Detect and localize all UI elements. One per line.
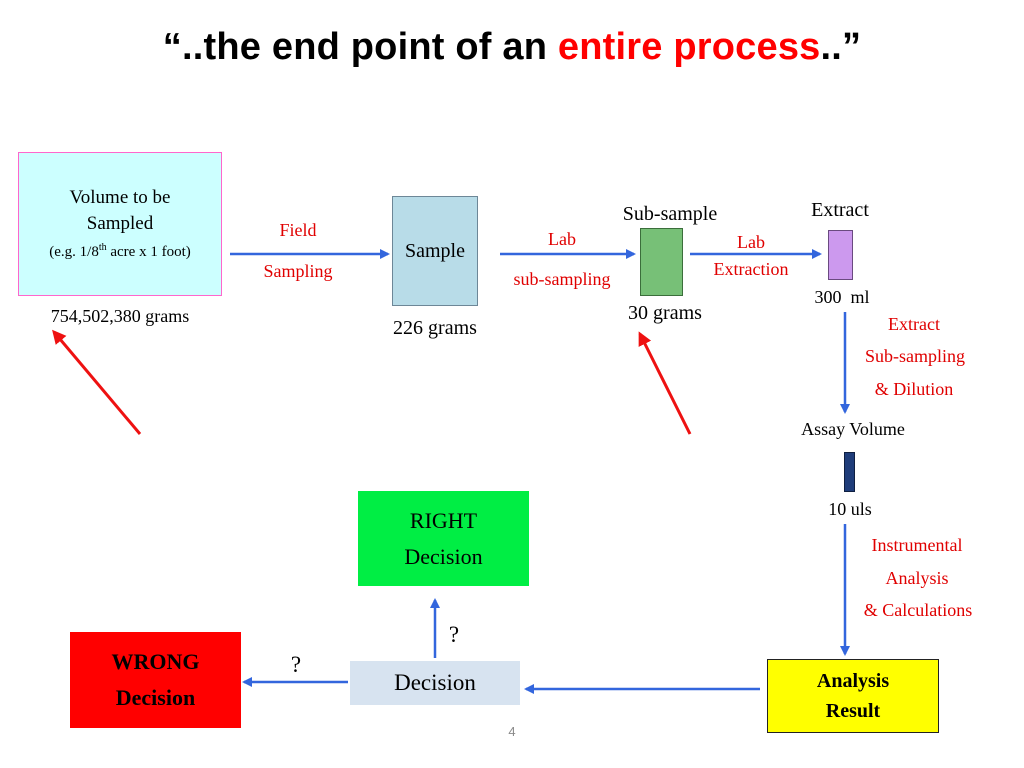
- sample-label: Sample: [405, 239, 465, 262]
- volume-example-sup: th: [98, 242, 107, 253]
- lab-extraction-line1: Lab: [737, 232, 765, 252]
- extract-subsampling-line1: Extract: [888, 314, 940, 334]
- analysis-result-line1: Analysis: [816, 670, 890, 692]
- volume-line2: Sampled: [86, 213, 154, 234]
- instrumental-line1: Instrumental: [871, 535, 963, 555]
- field-sampling-line2: Sampling: [263, 261, 333, 281]
- extract-box: [828, 230, 853, 280]
- subsample-mass: 30 grams: [628, 302, 702, 324]
- assay-label: Assay Volume: [801, 419, 905, 439]
- assay-vial: [844, 452, 855, 492]
- volume-to-be-sampled-box: Volume to be Sampled (e.g. 1/8th acre x …: [18, 152, 222, 296]
- title-highlight: entire process: [557, 26, 821, 68]
- decision-box: Decision: [350, 661, 520, 705]
- lab-extraction-line2: Extraction: [713, 259, 789, 279]
- extract-volume: 300 ml: [814, 287, 870, 307]
- red-pointer-arrow-subsample: [638, 331, 692, 435]
- analysis-result-line2: Result: [825, 700, 881, 722]
- red-pointer-arrow-volume: [52, 329, 142, 435]
- analysis-result-box: Analysis Result: [767, 659, 939, 733]
- subsample-label: Sub-sample: [622, 203, 718, 225]
- wrong-decision-line2: Decision: [115, 685, 196, 710]
- lab-subsampling-line1: Lab: [548, 229, 576, 249]
- subsample-box: [640, 228, 683, 296]
- title-prefix: “..the end point of an: [162, 26, 558, 68]
- right-decision-line1: RIGHT: [409, 507, 478, 533]
- decision-question-left: ?: [290, 652, 302, 677]
- right-decision-line2: Decision: [404, 543, 483, 569]
- volume-line1: Volume to be: [69, 187, 171, 208]
- right-decision-box: RIGHT Decision: [358, 491, 529, 586]
- slide-title: “..the end point of an entire process..”: [0, 26, 1024, 69]
- volume-example-prefix: (e.g. 1/8: [49, 244, 99, 260]
- field-sampling-line1: Field: [279, 220, 317, 240]
- volume-example: (e.g. 1/8th acre x 1 foot): [49, 237, 191, 263]
- volume-example-suffix: acre x 1 foot): [106, 244, 191, 260]
- decision-question-up: ?: [448, 622, 460, 647]
- assay-volume: 10 uls: [828, 499, 872, 519]
- decision-label: Decision: [394, 670, 476, 695]
- extract-subsampling-line3: & Dilution: [874, 379, 954, 399]
- lab-subsampling-line2: sub-sampling: [513, 269, 611, 289]
- wrong-decision-box: WRONG Decision: [70, 632, 241, 728]
- extract-label: Extract: [811, 199, 869, 221]
- sample-box: Sample: [392, 196, 478, 306]
- wrong-decision-line1: WRONG: [111, 649, 200, 674]
- extract-subsampling-line2: Sub-sampling: [864, 346, 965, 366]
- sample-mass: 226 grams: [393, 317, 477, 339]
- instrumental-line2: Analysis: [885, 568, 949, 588]
- instrumental-line3: & Calculations: [863, 600, 973, 620]
- page-number: 4: [508, 724, 516, 739]
- title-suffix: ..”: [820, 26, 862, 68]
- volume-mass: 754,502,380 grams: [50, 306, 190, 326]
